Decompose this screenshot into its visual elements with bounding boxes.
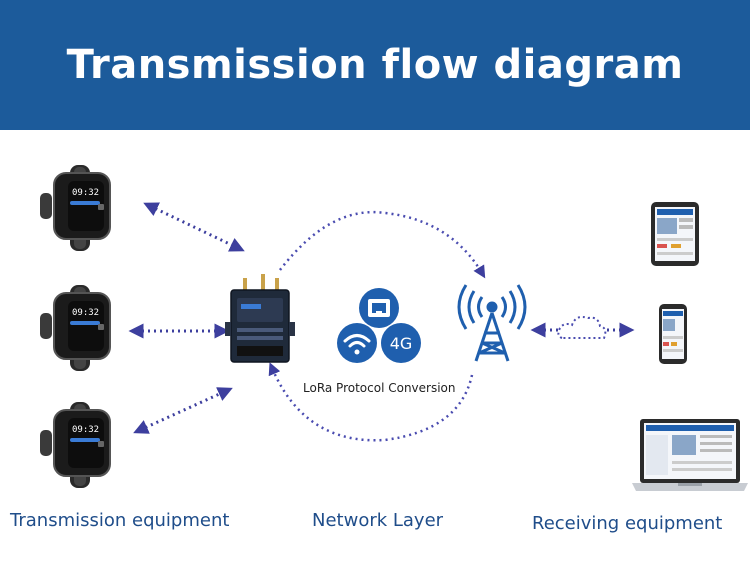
protocol-caption: LoRa Protocol Conversion: [303, 381, 456, 395]
smartwatch-icon: 09:32: [39, 164, 111, 252]
network-4g-label: 4G: [390, 334, 413, 353]
gateway-router-icon: [225, 274, 295, 363]
arrows-watch-gateway: [128, 202, 245, 434]
page-title: Transmission flow diagram: [66, 42, 684, 88]
smartwatch-icon: 09:32: [39, 284, 111, 372]
phone-icon: [659, 304, 687, 364]
watch-time-1: 09:32: [72, 188, 99, 198]
laptop-icon: [632, 419, 748, 491]
watch-time-2: 09:32: [72, 308, 99, 318]
transmission-equipment-label: Transmission equipment: [10, 510, 230, 531]
network-4g-badge: 4G: [381, 323, 421, 363]
cloud-icon: [557, 315, 607, 339]
wifi-icon: [337, 323, 377, 363]
flow-diagram: 09:32 09:32 09:32: [39, 164, 748, 491]
title-banner: Transmission flow diagram: [0, 0, 750, 130]
tablet-icon: [651, 202, 699, 266]
receiving-equipment-label: Receiving equipment: [532, 513, 723, 534]
ethernet-icon: [359, 288, 399, 328]
watch-time-3: 09:32: [72, 425, 99, 435]
smartwatch-icon: 09:32: [39, 401, 111, 489]
cell-tower-icon: [457, 284, 527, 362]
network-layer-label: Network Layer: [312, 510, 444, 531]
